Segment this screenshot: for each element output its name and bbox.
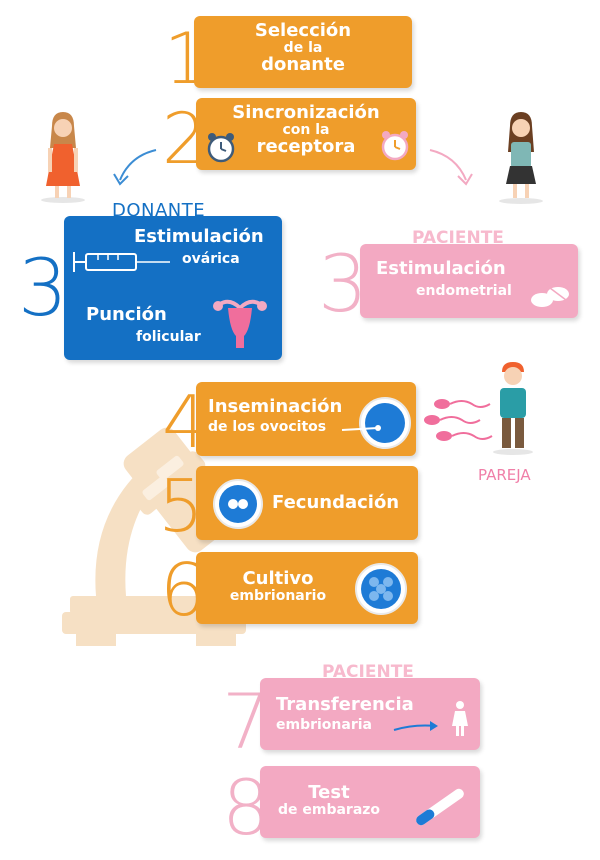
step-8-line1: Test [308,782,350,803]
paciente-top-label: PACIENTE [412,228,504,248]
uterus-icon [213,299,267,348]
step-3-patient-number: 3 [318,240,368,330]
ovocyte-icon [341,397,411,449]
step-1-line2: de la [283,39,323,56]
estimulacion-label: Estimulación [134,226,264,247]
partner-man-icon [493,362,533,455]
step-2-line2: con la [282,121,330,138]
alarm-clock-icon [207,133,235,163]
pregnancy-test-icon [416,788,464,826]
arrow-right-icon [393,721,438,731]
step-3-donor-box: Estimulación ovárica Punción folicular [64,216,282,360]
embryo-icon [355,563,407,615]
step-3-donor-number: 3 [18,244,68,334]
step-3-patient-box: Estimulación endometrial [360,244,578,318]
step-2-box: Sincronización con la receptora [196,98,416,170]
step-3-patient-line2: endometrial [416,283,512,299]
step-7-line2: embrionaria [276,717,372,733]
step-1-line1: Selección [254,20,352,41]
step-5-line1: Fecundación [272,492,400,513]
pareja-label: PAREJA [478,466,531,484]
step-3-patient-line1: Estimulación [376,258,506,279]
step-4-line1: Inseminación [208,396,343,417]
step-6-line2: embrionario [229,587,327,604]
sperm-icon [424,399,493,441]
puncion-label: Punción [86,304,167,325]
step-6-line1: Cultivo [242,568,314,589]
zygote-icon [213,479,263,529]
step-7-line1: Transferencia [276,694,414,715]
folicular-label: folicular [136,329,201,345]
step-1-line3: donante [261,53,345,75]
patient-woman-icon [499,112,543,204]
step-7-box: Transferencia embrionaria [260,678,480,750]
alarm-clock-icon [381,131,409,161]
ovarica-label: ovárica [182,251,240,267]
step-2-line3: receptora [256,135,356,157]
pills-icon [531,287,569,307]
arrow-to-donante-icon [113,149,157,186]
step-1-box: Selección de la donante [194,16,412,88]
syringe-icon [73,252,170,272]
step-4-line2: de los ovocitos [208,419,327,435]
paciente-bottom-label: PACIENTE [322,662,414,682]
step-8-line2: de embarazo [277,801,381,818]
arrow-to-paciente-icon [429,149,473,186]
donante-label: DONANTE [112,200,206,221]
donor-woman-icon [41,112,85,203]
step-2-line1: Sincronización [232,102,380,123]
woman-silhouette-icon [452,701,468,736]
